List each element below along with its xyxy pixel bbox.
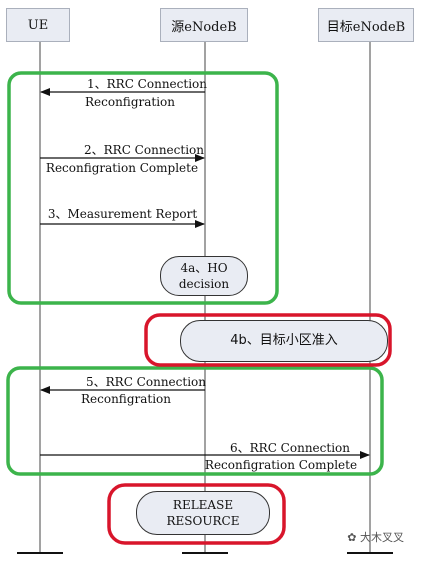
message-6-label-cont: Reconfigration Complete — [198, 457, 364, 473]
message-6-label: 6、RRC Connection — [210, 440, 370, 456]
message-1-label: 1、RRC Connection — [44, 76, 250, 92]
release-line-1: RELEASE — [172, 498, 234, 512]
ho-decision-line-2: decision — [178, 277, 230, 291]
ue-header: UE — [6, 8, 70, 42]
message-3-label: 3、Measurement Report — [40, 206, 205, 222]
ho-decision-line-1: 4a、HO — [180, 261, 228, 275]
message-3-line-1: 3、Measurement Report — [47, 207, 198, 221]
green-group-1 — [7, 71, 279, 305]
message-1-line-1: 1、RRC Connection — [86, 77, 207, 91]
green-group-2 — [6, 366, 384, 476]
message-2-label-cont: Reconfigration Complete — [44, 160, 200, 176]
message-2-line-1: 2、RRC Connection — [83, 143, 204, 157]
release-line-2: RESOURCE — [166, 514, 240, 528]
source-enodeb-header: 源eNodeB — [160, 8, 248, 42]
red-highlight-release — [107, 483, 286, 545]
watermark-text: 大木叉叉 — [360, 531, 404, 544]
message-6-line-1: 6、RRC Connection — [229, 441, 350, 455]
message-2-label: 2、RRC Connection — [44, 142, 244, 158]
wechat-icon: ✿ — [347, 531, 360, 544]
message-5-label-cont: Reconfigration — [40, 391, 212, 407]
target-admission-box: 4b、目标小区准入 — [180, 320, 388, 362]
message-5-label: 5、RRC Connection — [44, 374, 248, 390]
red-highlight-admission — [144, 313, 392, 367]
message-1-line-2: Reconfigration — [85, 95, 175, 109]
message-5-line-2: Reconfigration — [81, 392, 171, 406]
ho-decision-box: 4a、HO decision — [160, 256, 248, 296]
message-2-line-2: Reconfigration Complete — [45, 161, 199, 175]
release-resource-box: RELEASE RESOURCE — [136, 491, 270, 535]
message-5-line-1: 5、RRC Connection — [85, 375, 206, 389]
watermark: ✿ 大木叉叉 — [347, 529, 404, 545]
target-enodeb-header: 目标eNodeB — [318, 8, 414, 42]
message-1-label-cont: Reconfigration — [40, 94, 220, 110]
message-6-line-2: Reconfigration Complete — [204, 458, 358, 472]
